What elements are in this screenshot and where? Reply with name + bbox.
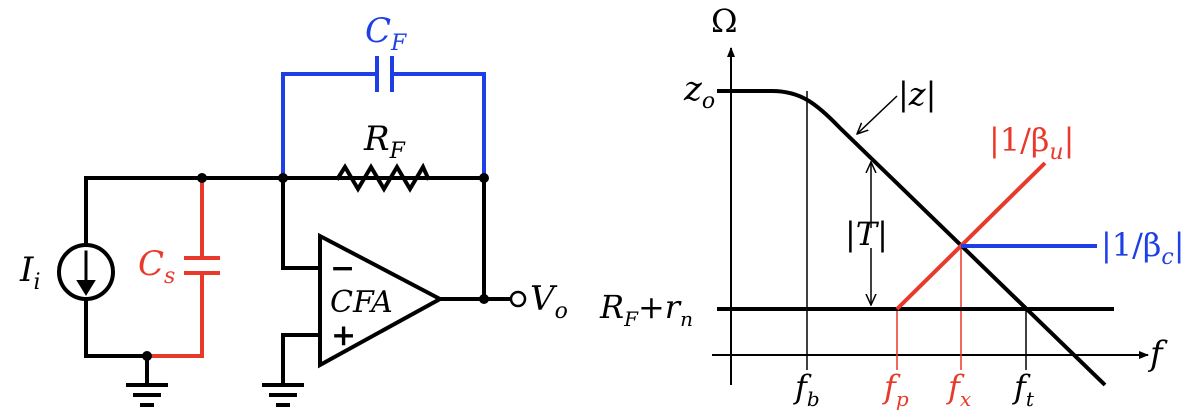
x-axis-label: f	[1147, 334, 1168, 374]
y-axis-label: Ω	[711, 2, 738, 40]
amplifier-label: CFA	[330, 285, 393, 320]
freq-label-fb: fb	[793, 368, 820, 411]
z-curve-label: |z|	[898, 75, 936, 113]
z-level-label: zo	[683, 69, 715, 114]
junction-dots	[142, 173, 489, 361]
rf-rn-label: RF+rn	[599, 288, 693, 331]
cfa-triangle	[318, 232, 445, 369]
feedback-capacitor	[281, 56, 486, 180]
feedback-capacitor-label: CF	[365, 11, 407, 56]
output-terminal	[509, 290, 527, 308]
input-current-label: Ii	[19, 250, 40, 295]
beta-u-label: |1/βu|	[989, 121, 1074, 165]
z-pointer-arrow	[857, 95, 898, 134]
circuit	[57, 56, 527, 407]
beta-u-line	[895, 161, 1047, 311]
feedback-resistor	[335, 162, 431, 193]
source-capacitor	[145, 176, 220, 358]
ground-symbol-left	[126, 383, 168, 407]
freq-label-fx: fx	[946, 368, 971, 411]
output-label: Vo	[530, 279, 568, 324]
source-capacitor-label: Cs	[138, 244, 175, 289]
freq-label-ft: ft	[1012, 368, 1035, 411]
feedback-resistor-label: RF	[363, 119, 406, 164]
plus-input-label: +	[331, 318, 356, 353]
bode-plot	[712, 47, 1149, 387]
freq-label-fp: fp	[882, 368, 909, 411]
loop-gain-label: |T|	[845, 215, 888, 253]
z-magnitude-curve	[717, 89, 1107, 387]
ground-symbol-right	[262, 383, 304, 407]
beta-c-label: |1/βc|	[1101, 226, 1185, 270]
current-source	[57, 243, 115, 301]
minus-input-label: −	[330, 251, 355, 286]
